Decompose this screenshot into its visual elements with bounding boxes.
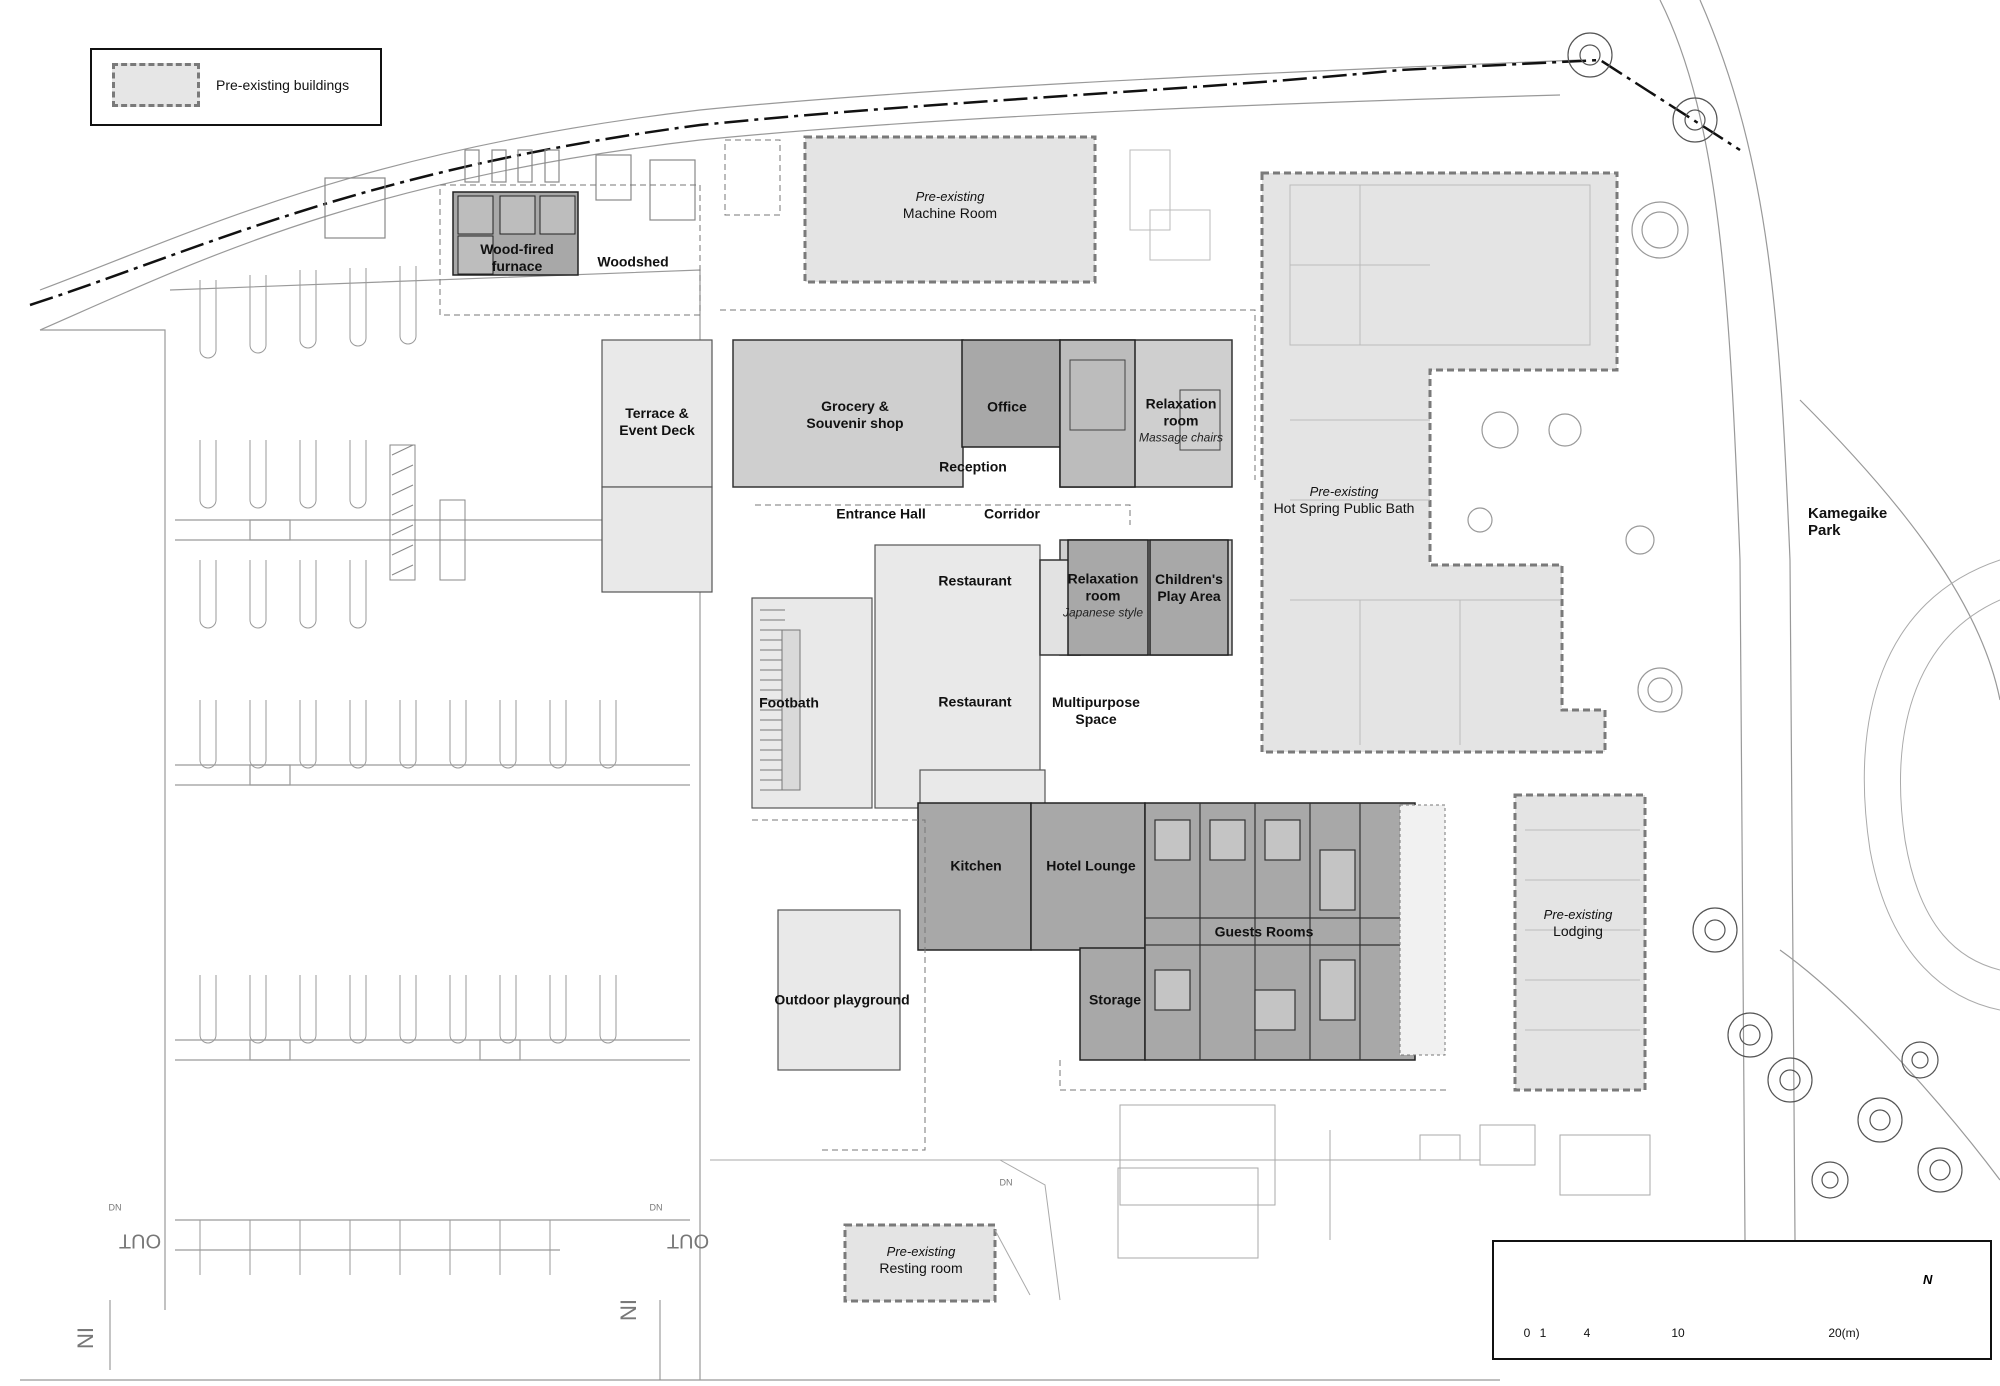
room-grocery: Grocery & Souvenir shop bbox=[806, 398, 904, 431]
room-entrance-hall: Entrance Hall bbox=[836, 505, 926, 522]
pre-existing-interior bbox=[1129, 149, 1640, 1031]
lodging-name: Lodging bbox=[1553, 923, 1603, 939]
guest-deck bbox=[1399, 804, 1446, 1056]
parking-stalls bbox=[199, 266, 617, 1275]
accessible-parking bbox=[389, 444, 466, 581]
room-relaxation: Relaxation room Massage chairs bbox=[1139, 396, 1223, 447]
garden bbox=[1467, 201, 1689, 713]
road-mark-in-1: IN bbox=[72, 1327, 98, 1349]
legend: Pre-existing buildings bbox=[90, 48, 382, 126]
road-mark-dn-2: DN bbox=[649, 1202, 663, 1213]
room-woodshed: Woodshed bbox=[597, 253, 669, 270]
pre-existing-machine-room: Pre-existing Machine Room bbox=[903, 188, 997, 222]
new-building-light bbox=[601, 339, 1046, 1071]
resting-room-name: Resting room bbox=[879, 1260, 963, 1276]
room-reception: Reception bbox=[939, 458, 1007, 475]
pre-existing-tag: Pre-existing bbox=[915, 189, 985, 204]
room-guests-rooms: Guests Rooms bbox=[1214, 923, 1314, 940]
room-hotel-lounge: Hotel Lounge bbox=[1046, 857, 1136, 874]
hot-spring-name: Hot Spring Public Bath bbox=[1273, 500, 1415, 516]
guest-room-partitions bbox=[1145, 803, 1415, 1060]
room-wood-fired-furnace: Wood-fired furnace bbox=[480, 241, 554, 274]
relaxation-details bbox=[1069, 359, 1221, 451]
furnace-details bbox=[457, 195, 576, 275]
scale-tick-20: 20(m) bbox=[1828, 1326, 1860, 1340]
road-mark-dn-1: DN bbox=[108, 1202, 122, 1213]
legend-label: Pre-existing buildings bbox=[216, 77, 350, 93]
canopy-outlines bbox=[439, 139, 1450, 1151]
pre-existing-tag: Pre-existing bbox=[886, 1244, 956, 1259]
room-multipurpose-space: Multipurpose Space bbox=[1052, 694, 1140, 727]
pre-existing-hot-spring: Pre-existing Hot Spring Public Bath bbox=[1274, 483, 1415, 517]
site-boundary bbox=[20, 0, 2000, 1381]
room-outdoor-playground: Outdoor playground bbox=[774, 991, 910, 1008]
room-corridor: Corridor bbox=[984, 505, 1040, 522]
room-relaxation-japanese: Relaxation room Japanese style bbox=[1063, 571, 1143, 622]
road-marks bbox=[109, 1300, 661, 1380]
scale-box: 0 1 4 10 20(m) N bbox=[1492, 1240, 1992, 1360]
room-office: Office bbox=[987, 398, 1027, 415]
park-structure bbox=[1863, 559, 2000, 1011]
scale-tick-4: 4 bbox=[1583, 1326, 1591, 1340]
pre-existing-tag: Pre-existing bbox=[1543, 907, 1613, 922]
machine-room-name: Machine Room bbox=[902, 205, 998, 221]
label-kamegaike-park: Kamegaike Park bbox=[1808, 505, 1888, 539]
room-footbath: Footbath bbox=[759, 694, 819, 711]
trees bbox=[1567, 32, 1963, 1199]
relaxation-title: Relaxation room bbox=[1145, 395, 1217, 429]
room-restaurant-1: Restaurant bbox=[938, 572, 1012, 589]
room-terrace: Terrace & Event Deck bbox=[619, 405, 695, 438]
road-mark-dn-3: DN bbox=[999, 1177, 1013, 1188]
scale-tick-1: 1 bbox=[1539, 1326, 1547, 1340]
room-childrens-play-area: Children's Play Area bbox=[1155, 571, 1223, 604]
pre-existing-tag: Pre-existing bbox=[1309, 484, 1379, 499]
pre-existing-buildings bbox=[803, 135, 1647, 1303]
scale-tick-10: 10 bbox=[1671, 1326, 1685, 1340]
footbath-steps bbox=[760, 609, 801, 791]
pre-existing-lodging: Pre-existing Lodging bbox=[1544, 906, 1613, 940]
road-mark-in-2: IN bbox=[615, 1299, 641, 1321]
relaxation-2-title: Relaxation room bbox=[1067, 570, 1139, 604]
outdoor-items bbox=[324, 149, 696, 239]
room-kitchen: Kitchen bbox=[950, 857, 1002, 874]
road-mark-out-1: OUT bbox=[118, 1229, 162, 1252]
parking-lot bbox=[40, 269, 701, 1380]
site-misc bbox=[710, 1104, 1651, 1301]
pre-existing-resting-room: Pre-existing Resting room bbox=[879, 1243, 962, 1277]
massage-chairs-note: Massage chairs bbox=[1138, 430, 1224, 445]
room-restaurant-2: Restaurant bbox=[938, 693, 1012, 710]
north-label: N bbox=[1923, 1272, 1933, 1287]
road-mark-out-2: OUT bbox=[666, 1229, 710, 1252]
japanese-style-note: Japanese style bbox=[1062, 605, 1144, 620]
property-line bbox=[29, 58, 1741, 307]
scale-tick-0: 0 bbox=[1523, 1326, 1531, 1340]
room-storage: Storage bbox=[1088, 991, 1142, 1008]
legend-swatch bbox=[112, 63, 200, 107]
